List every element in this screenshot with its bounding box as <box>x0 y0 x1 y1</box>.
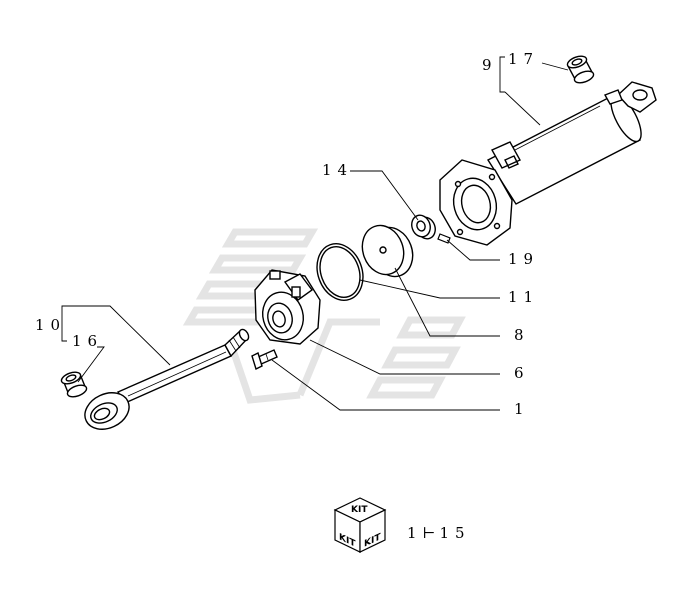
cylinder-barrel <box>439 81 657 246</box>
callout-11: 11 <box>508 288 540 306</box>
range-arrow-icon: ⊢ <box>422 524 436 542</box>
callout-19: 19 <box>508 250 540 268</box>
callout-6: 6 <box>514 364 530 382</box>
kit-range: 1⊢15 <box>407 524 471 542</box>
callout-8: 8 <box>514 326 530 344</box>
callout-16: 16 <box>72 332 104 350</box>
piston <box>361 224 414 278</box>
kit-icon <box>333 497 387 553</box>
callout-10: 10 <box>35 316 67 334</box>
callout-1: 1 <box>514 400 530 418</box>
leader-lines <box>61 56 569 411</box>
bushing-16 <box>60 371 88 398</box>
callout-9: 9 <box>482 56 498 74</box>
bolt <box>251 349 278 370</box>
kit-range-end: 15 <box>439 524 471 542</box>
piston-rod <box>84 328 250 430</box>
callout-17: 17 <box>508 50 540 68</box>
o-ring <box>316 243 364 301</box>
kit-label-top: KIT <box>351 505 368 515</box>
kit-range-start: 1 <box>407 524 423 542</box>
cylinder-head <box>254 269 321 345</box>
spring-pin <box>437 233 451 244</box>
callout-14: 14 <box>322 161 354 179</box>
bushing-17 <box>566 55 595 84</box>
nut <box>411 214 436 240</box>
